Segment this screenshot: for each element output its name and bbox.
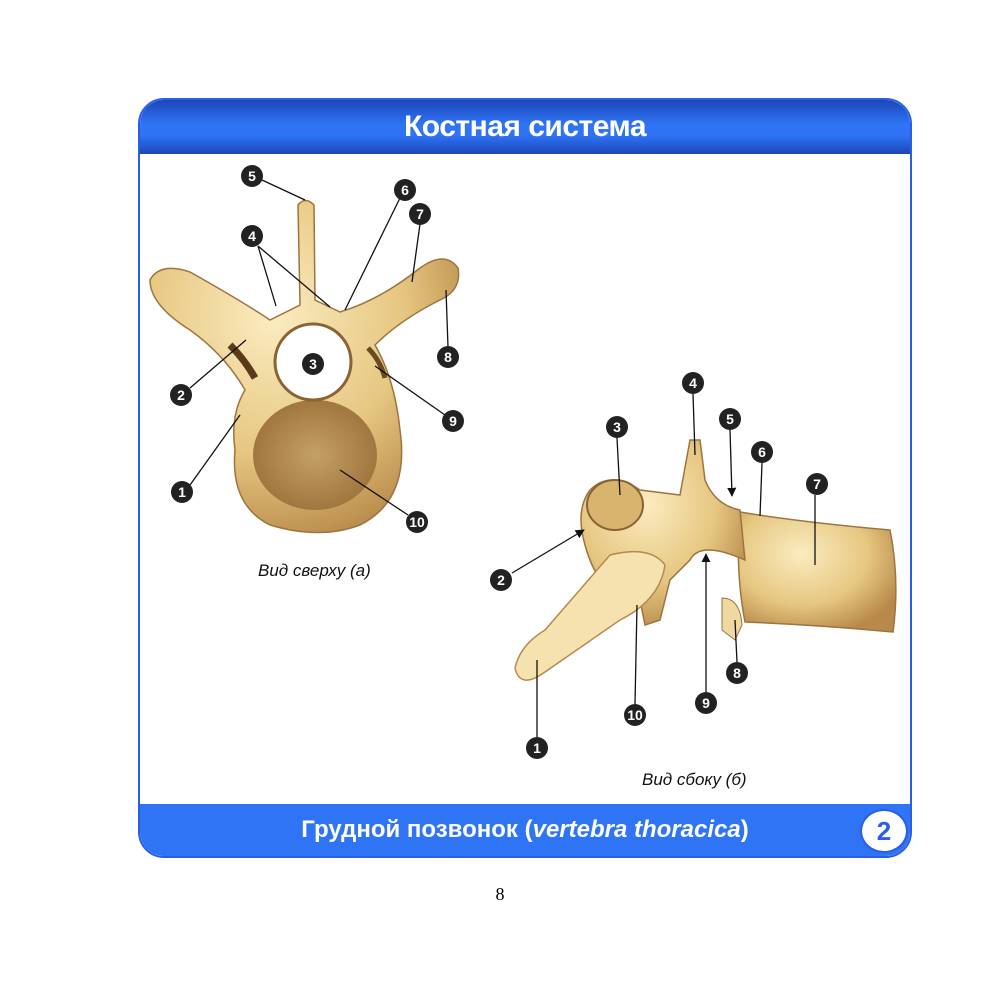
marker-8: 8	[726, 662, 748, 684]
markers-top: 1 2 3 4 5 6 7 8 9 10	[170, 165, 464, 533]
svg-text:10: 10	[409, 514, 425, 530]
marker-10: 10	[624, 704, 646, 726]
marker-1: 1	[171, 481, 193, 503]
leader-lines	[189, 179, 816, 737]
marker-5: 5	[241, 165, 263, 187]
footer-title: Грудной позвонок (vertebra thoracica) 2	[140, 804, 910, 856]
marker-4: 4	[241, 225, 263, 247]
marker-7: 7	[409, 203, 431, 225]
marker-2: 2	[490, 569, 512, 591]
svg-text:1: 1	[533, 740, 541, 756]
svg-text:2: 2	[497, 572, 505, 588]
marker-3: 3	[302, 353, 324, 375]
caption-top-view: Вид сверху (а)	[258, 561, 371, 580]
svg-text:4: 4	[689, 375, 697, 391]
header-title: Костная система	[140, 100, 910, 154]
svg-text:6: 6	[401, 182, 409, 198]
svg-text:10: 10	[627, 707, 643, 723]
svg-text:2: 2	[177, 387, 185, 403]
marker-5: 5	[719, 408, 741, 430]
svg-text:9: 9	[449, 413, 457, 429]
marker-9: 9	[695, 692, 717, 714]
markers-side: 1 2 3 4 5 6 7 8 9 10	[490, 372, 828, 759]
marker-7: 7	[806, 473, 828, 495]
svg-text:4: 4	[248, 228, 256, 244]
svg-text:7: 7	[416, 206, 424, 222]
caption-side-view: Вид сбоку (б)	[642, 770, 747, 789]
marker-6: 6	[394, 179, 416, 201]
svg-text:6: 6	[758, 444, 766, 460]
marker-6: 6	[751, 441, 773, 463]
marker-9: 9	[442, 410, 464, 432]
marker-3: 3	[606, 416, 628, 438]
svg-text:8: 8	[444, 349, 452, 365]
vertebra-side-view	[514, 439, 897, 681]
svg-text:5: 5	[248, 168, 256, 184]
svg-text:1: 1	[178, 484, 186, 500]
svg-text:3: 3	[613, 419, 621, 435]
svg-text:8: 8	[733, 665, 741, 681]
svg-text:5: 5	[726, 411, 734, 427]
marker-10: 10	[406, 511, 428, 533]
marker-8: 8	[437, 346, 459, 368]
svg-text:3: 3	[309, 356, 317, 372]
page-number: 8	[495, 884, 505, 904]
marker-1: 1	[526, 737, 548, 759]
svg-text:9: 9	[702, 695, 710, 711]
marker-2: 2	[170, 384, 192, 406]
card-number-badge: 2	[860, 809, 908, 853]
svg-text:7: 7	[813, 476, 821, 492]
marker-4: 4	[682, 372, 704, 394]
